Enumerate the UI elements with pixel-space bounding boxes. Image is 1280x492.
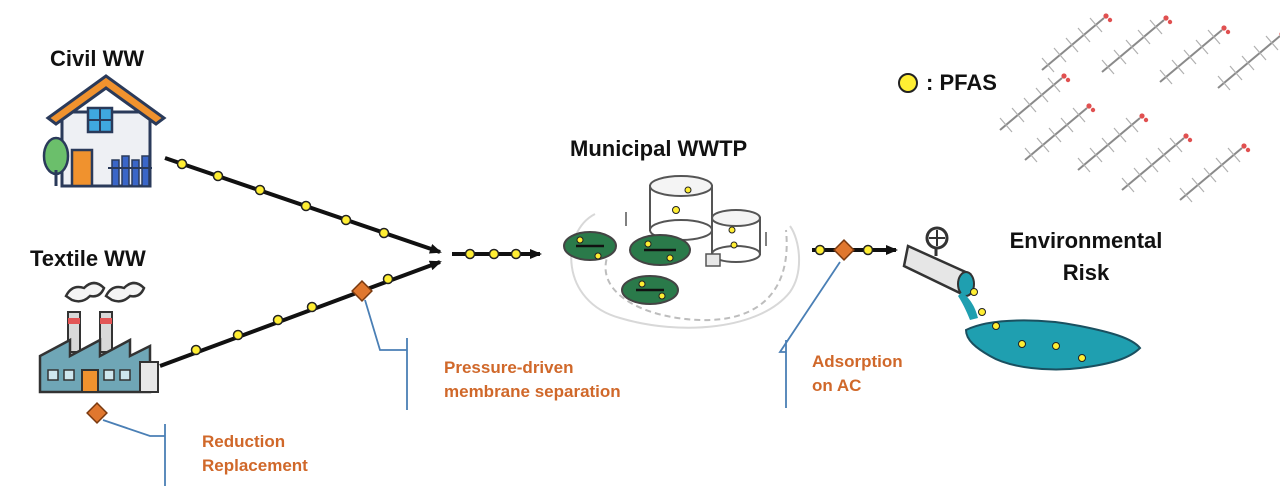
pfas-dot [488, 248, 500, 260]
pfas-dot [510, 248, 522, 260]
pfas-dot [176, 158, 188, 170]
membrane-marker [351, 280, 373, 302]
civil-ww-label: Civil WW [50, 46, 145, 71]
source-callout [102, 419, 165, 437]
pfas-dot [212, 170, 224, 182]
pfas-dot [254, 184, 266, 196]
pfas-dot [232, 329, 244, 341]
pfas-dot [272, 314, 284, 326]
pfas-legend-dot [898, 73, 918, 93]
environmental-risk-line2: Risk [1062, 260, 1110, 285]
wastewater-treatment-plant-icon [563, 175, 801, 329]
flow-arrows [159, 156, 898, 368]
pfas-dot [190, 344, 202, 356]
pfas-dot [814, 244, 826, 256]
factory-icon [38, 281, 159, 394]
pfas-dot [378, 227, 390, 239]
environmental-risk-line1: Environmental [1009, 228, 1163, 253]
pfas-legend: : PFAS [898, 70, 997, 96]
municipal-wwtp-label: Municipal WWTP [570, 136, 748, 161]
intervention-markers [86, 239, 855, 424]
environmental-risk-label: Environmental Risk [986, 228, 1186, 286]
pfas-dot [340, 214, 352, 226]
pfas-legend-label: : PFAS [926, 70, 997, 95]
membrane-separation-label: Pressure-driven membrane separation [444, 356, 684, 404]
pfas-dot [464, 248, 476, 260]
pfas-dots [176, 158, 874, 356]
adsorption-label-line1: Adsorption [812, 352, 903, 371]
textile-flow-arrow [159, 260, 442, 368]
source-reduction-label: Reduction Replacement [202, 430, 362, 478]
pfas-molecule-icon [999, 12, 1280, 203]
source-label-line2: Replacement [202, 456, 308, 475]
adsorption-label-line2: on AC [812, 376, 862, 395]
callout-lines [102, 261, 841, 486]
source-label-line1: Reduction [202, 432, 286, 451]
pfas-dot [300, 200, 312, 212]
outflow-pipe-icon [902, 226, 975, 297]
adsorption-label: Adsorption on AC [812, 350, 932, 398]
house-icon [42, 74, 167, 188]
membrane-callout [364, 299, 407, 351]
membrane-label-line2: membrane separation [444, 382, 621, 401]
pfas-dot [306, 301, 318, 313]
pfas-dot [862, 244, 874, 256]
water-body [958, 288, 1142, 371]
membrane-label-line1: Pressure-driven [444, 358, 574, 377]
adsorption-marker [833, 239, 855, 261]
adsorption-callout [778, 261, 841, 353]
source-marker [86, 402, 108, 424]
pfas-dot [382, 273, 394, 285]
textile-ww-label: Textile WW [30, 246, 146, 271]
